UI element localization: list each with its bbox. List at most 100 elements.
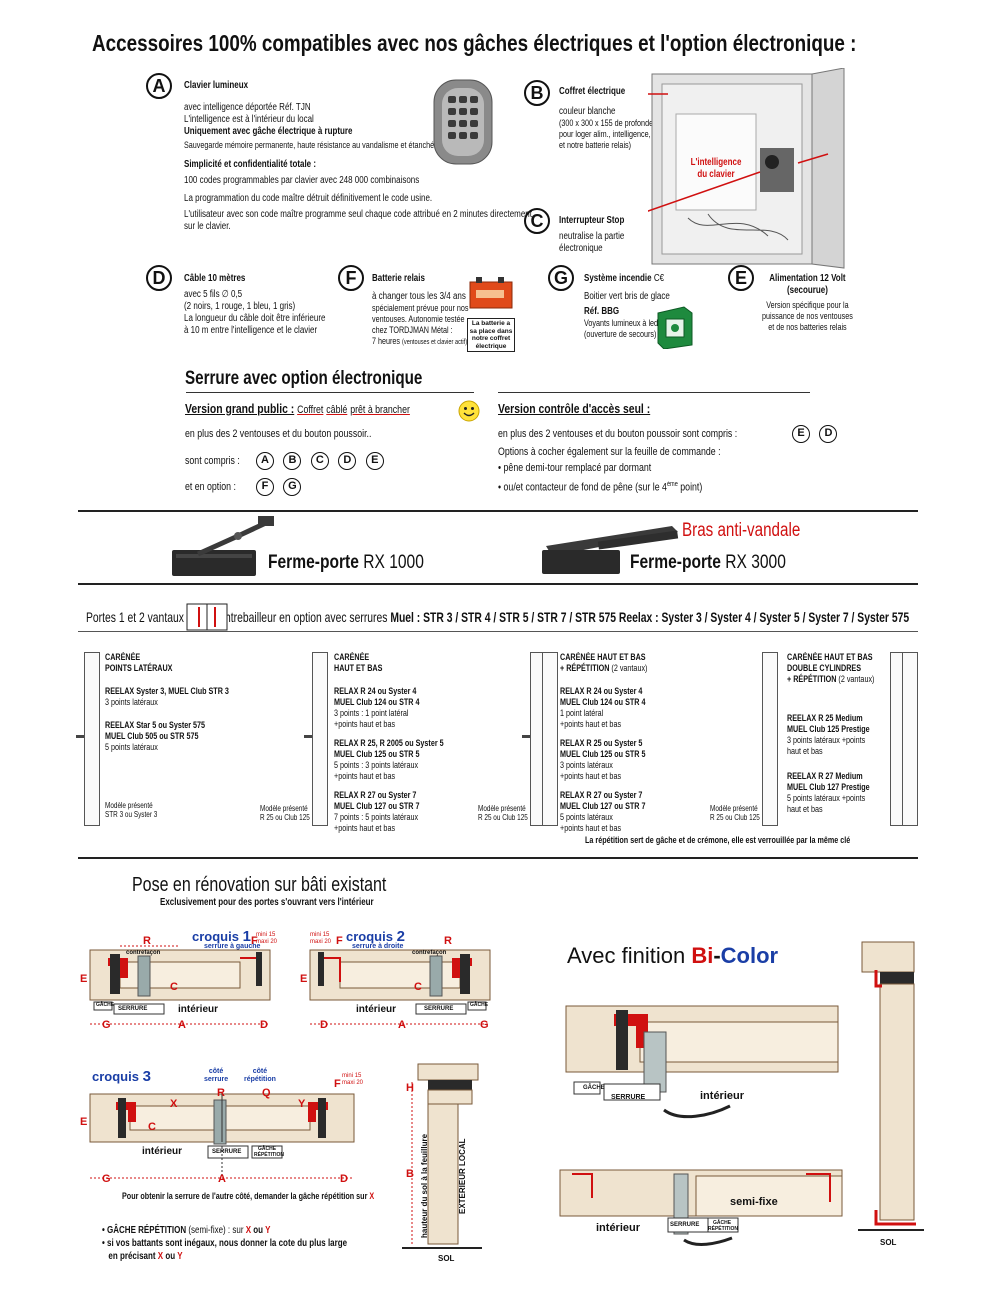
col1-model: Modèle présenté xyxy=(105,801,153,810)
mini-label: mini xyxy=(342,1073,354,1079)
col4-heading: DOUBLE CYLINDRES xyxy=(787,663,862,673)
keypad-image xyxy=(433,79,493,165)
item-f-line-note: (ventouses et clavier actif) xyxy=(402,339,468,346)
bicolor-semifixe-label: semi-fixe xyxy=(730,1196,778,1208)
ca-line1: en plus des 2 ventouses et du bouton pou… xyxy=(498,428,738,440)
electrical-box-image xyxy=(648,68,845,269)
ca-badge: D xyxy=(819,425,838,443)
col3-line: +points haut et bas xyxy=(560,771,622,781)
croquis-1-minmax: mini 15 maxi 20 xyxy=(256,932,277,946)
dim-f: F xyxy=(251,935,258,947)
col3-line: RELAX R 24 ou Syster 4 xyxy=(560,686,643,696)
letter-c-badge: C xyxy=(524,208,550,234)
section-divider xyxy=(78,857,918,859)
grand-public-title: Version grand public : xyxy=(185,401,295,416)
col4-heading-note: (2 vantaux) xyxy=(838,674,875,684)
bullet-text: en précisant xyxy=(108,1251,156,1262)
serrure-label: SERRURE xyxy=(212,1149,242,1155)
col2-heading: HAUT ET BAS xyxy=(334,663,383,673)
gp-badge: E xyxy=(365,452,384,470)
item-f-line: chez TORDJMAN Métal : xyxy=(372,325,453,335)
lock-handle xyxy=(304,735,312,738)
bicolor-diagram-1 xyxy=(565,1005,839,1119)
item-f-line: à changer tous les 3/4 ans xyxy=(372,291,466,302)
maxi-value: 20 xyxy=(270,939,278,945)
item-e-line: (secourue) xyxy=(786,285,828,296)
gache-repetition-label: GÂCHE RÉPÉTITION xyxy=(254,1146,285,1158)
item-a-line: avec intelligence déportée Réf. TJN xyxy=(184,102,311,113)
lock-handle xyxy=(522,735,530,738)
page-title: Accessoires 100% compatibles avec nos gâ… xyxy=(92,30,857,56)
col3-line: MUEL Club 127 ou STR 7 xyxy=(560,801,646,811)
croquis-number: 2 xyxy=(396,928,405,945)
item-d-text: Câble 10 mètres avec 5 fils ∅ 0,5 (2 noi… xyxy=(184,273,325,337)
item-b-name: Coffret électrique xyxy=(559,86,626,97)
ca-line2: Options à cocher également sur la feuill… xyxy=(498,446,721,458)
gp-included-badges: A B C D E xyxy=(256,450,384,470)
col1-heading: POINTS LATÉRAUX xyxy=(105,663,173,673)
bicolor-interieur-label: intérieur xyxy=(700,1090,745,1102)
croquis-1-sub: serrure à gauche xyxy=(204,943,261,950)
col3-line: 1 point latéral xyxy=(560,708,604,718)
dim-a: A xyxy=(398,1019,406,1031)
lock-strip-image xyxy=(762,652,778,826)
item-f-line: spécialement prévue pour nos xyxy=(372,303,469,313)
exterieur-local-label: EXTERIEUR LOCAL xyxy=(458,1138,467,1214)
dim-r: R xyxy=(143,935,151,947)
dim-r: R xyxy=(444,935,452,947)
item-a-line: Simplicité et confidentialité totale : xyxy=(184,159,317,170)
col3-line: MUEL Club 124 ou STR 4 xyxy=(560,697,646,707)
col4-heading: CARÉNÉE HAUT ET BAS xyxy=(787,652,873,662)
item-g-line: Voyants lumineux à leds xyxy=(584,318,662,328)
item-g-line: Boitier vert bris de glace xyxy=(584,291,670,302)
item-d-line: La longueur du câble doit être inférieur… xyxy=(184,313,326,324)
lock-strip-image xyxy=(542,652,558,826)
col2-heading: CARÉNÉE xyxy=(334,652,370,662)
col1-heading: CARÉNÉE xyxy=(105,652,141,662)
ca-badge: E xyxy=(792,425,810,443)
mini-label: mini xyxy=(256,932,268,938)
croquis-2-minmax: mini 15 maxi 20 xyxy=(310,932,331,946)
mini-value: 15 xyxy=(268,932,276,938)
col3-model: Modèle présenté R 25 ou Club 125 xyxy=(478,804,528,822)
item-e-line: et de nos batteries relais xyxy=(768,322,847,332)
bicolor-text: Avec finition xyxy=(567,943,692,968)
item-a-line: Sauvegarde mémoire permanente, haute rés… xyxy=(184,140,462,150)
item-f-text: Batterie relais à changer tous les 3/4 a… xyxy=(372,273,468,348)
item-b-line: pour loger alim., intelligence, xyxy=(559,129,651,139)
col2-line: 3 points : 1 point latéral xyxy=(334,708,409,718)
item-d-line: avec 5 fils ∅ 0,5 xyxy=(184,289,243,300)
door-closer-rx1000-image xyxy=(172,516,274,576)
cote-label: répétition xyxy=(244,1076,276,1083)
bicolor-vertical-diagram xyxy=(858,941,924,1231)
gp-option-badge: F xyxy=(256,478,274,496)
bicolor-serrure-label: SERRURE xyxy=(670,1222,700,1228)
box-overlay-label: L'intelligence du clavier xyxy=(684,157,748,181)
dim-d: D xyxy=(340,1173,348,1185)
bullet-text: • si vos battants sont inégaux, nous don… xyxy=(102,1238,348,1249)
bicolor-color: Color xyxy=(720,943,779,968)
controle-acces-title: Version contrôle d'accès seul : xyxy=(498,401,651,416)
interieur-label: intérieur xyxy=(142,1146,183,1157)
dim-g: G xyxy=(480,1019,489,1031)
maxi-value: 20 xyxy=(356,1080,364,1086)
box-overlay-line: L'intelligence xyxy=(690,157,742,168)
dim-c: C xyxy=(414,981,422,993)
bullet-text: ou xyxy=(165,1251,176,1262)
ca-bullet2-text: • ou/et contacteur de fond de pêne (sur … xyxy=(498,481,667,494)
pose-bullets: • GÂCHE RÉPÉTITION (semi-fixe) : sur X o… xyxy=(102,1224,347,1263)
serrures-compatibles: Muel : STR 3 / STR 4 / STR 5 / STR 7 / S… xyxy=(390,609,910,625)
letter-a-badge: A xyxy=(146,73,172,99)
maxi-label: maxi xyxy=(342,1080,355,1086)
item-c-line: neutralise la partie xyxy=(559,231,625,242)
cote-label: côté xyxy=(252,1068,268,1075)
item-a-name: Clavier lumineux xyxy=(184,80,249,91)
item-a-line: La programmation du code maître détruit … xyxy=(184,193,433,204)
entrebailleur-label: entrebailleur en option avec serrures xyxy=(219,609,388,625)
double-door-icon xyxy=(186,603,228,631)
item-d-line: à 10 m entre l'intelligence et le clavie… xyxy=(184,325,318,336)
croquis-3-title: croquis 3 xyxy=(92,1068,151,1085)
item-a-line: sur le clavier. xyxy=(184,221,231,232)
col4-heading: + RÉPÉTITION xyxy=(787,674,837,684)
serrure-title: Serrure avec option électronique xyxy=(185,368,423,389)
